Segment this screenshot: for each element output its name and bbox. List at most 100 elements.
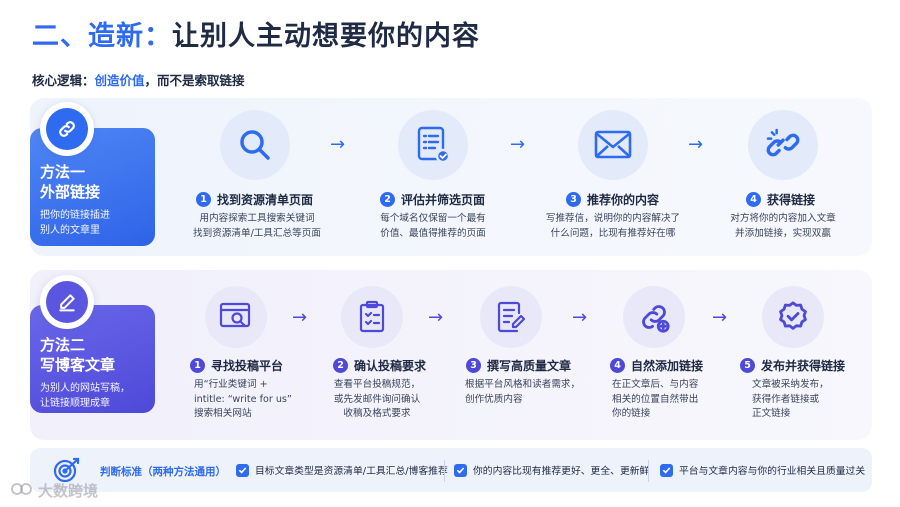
criterion-text: 你的内容比现有推荐更好、更全、更新鲜 bbox=[473, 466, 650, 477]
step-title-text: 找到资源清单页面 bbox=[217, 193, 314, 207]
method2-step4-desc: 在正文章后、与内容相关的位置自然带出你的链接 bbox=[612, 378, 722, 422]
checkbox-check-icon bbox=[660, 463, 673, 477]
method2-desc-line1: 为别人的网站写稿， bbox=[40, 383, 130, 394]
step-title-text: 推荐你的内容 bbox=[587, 193, 660, 207]
criterion-2: 你的内容比现有推荐更好、更全、更新鲜 bbox=[454, 463, 649, 477]
step-title-text: 寻找投稿平台 bbox=[211, 359, 284, 373]
watermark-text: 大数跨境 bbox=[38, 482, 99, 500]
step-desc-line: 创作优质内容 bbox=[465, 393, 523, 405]
step-desc-line: 查看平台投稿规范， bbox=[333, 379, 421, 390]
step-title-text: 确认投稿要求 bbox=[354, 359, 427, 373]
method1-desc: 把你的链接插进 别人的文章里 bbox=[40, 208, 145, 238]
method2-step4-title: 4 自然添加链接 bbox=[610, 357, 703, 374]
method1-step4-desc: 对方将你的内容加入文章并添加链接，实现双赢 bbox=[724, 212, 842, 241]
step-desc-line: 对方将你的内容加入文章 bbox=[730, 213, 836, 224]
method2-desc-line2: 让链接顺理成章 bbox=[40, 398, 110, 409]
criterion-3: 平台与文章内容与你的行业相关且质量过关 bbox=[660, 463, 865, 477]
page-title: 二、造新：让别人主动想要你的内容 bbox=[32, 14, 480, 53]
arrow-icon: → bbox=[330, 134, 346, 155]
clipboard-check-icon bbox=[341, 286, 403, 348]
step-desc-line: 每个域名仅保留一个最有 bbox=[380, 213, 486, 224]
arrow-icon: → bbox=[688, 134, 704, 155]
step-desc-line: 正文链接 bbox=[752, 408, 791, 419]
step-desc-line: 文章被采纳发布， bbox=[752, 379, 829, 390]
step-number: 2 bbox=[380, 192, 395, 207]
criteria-label: 判断标准（两种方法通用） bbox=[100, 466, 226, 478]
method1-badge bbox=[40, 102, 94, 156]
method1-name-line1: 方法一 bbox=[40, 163, 86, 181]
step-number: 4 bbox=[610, 358, 625, 373]
criteria-bar bbox=[30, 448, 872, 492]
step-desc-line: 获得作者链接或 bbox=[752, 393, 820, 405]
step-desc-line: 用内容探索工具搜索关键词 bbox=[199, 213, 315, 224]
method1-step1-desc: 用内容探索工具搜索关键词找到资源清单/工具汇总等页面 bbox=[187, 212, 327, 241]
step-desc-line: 搜索相关网站 bbox=[194, 408, 252, 419]
method1-desc-line2: 别人的文章里 bbox=[40, 225, 100, 236]
method1-step1-title: 1 找到资源清单页面 bbox=[196, 191, 313, 208]
method2-card: 方法二 写博客文章 为别人的网站写稿， 让链接顺理成章 bbox=[30, 305, 155, 413]
step-title-text: 自然添加链接 bbox=[631, 359, 704, 373]
step-number: 1 bbox=[196, 192, 211, 207]
pen-icon bbox=[46, 281, 88, 323]
method2-step3-title: 3 撰写高质量文章 bbox=[466, 357, 571, 374]
method1-step2-desc: 每个域名仅保留一个最有价值、最值得推荐的页面 bbox=[370, 212, 496, 241]
step-desc-line: 用“行业类键词 + bbox=[194, 379, 268, 390]
broken-link-icon bbox=[748, 110, 818, 180]
link-icon bbox=[46, 108, 88, 150]
subtitle-label: 核心逻辑： bbox=[32, 73, 95, 88]
target-icon bbox=[52, 456, 82, 488]
step-desc-line: 或先发邮件询问确认 bbox=[333, 393, 421, 405]
method2-step1-title: 1 寻找投稿平台 bbox=[190, 357, 283, 374]
method2-step5-title: 5 发布并获得链接 bbox=[740, 357, 845, 374]
step-desc-line: 收稿及格式要求 bbox=[343, 408, 411, 419]
method2-name-line2: 写博客文章 bbox=[40, 356, 116, 374]
step-number: 1 bbox=[190, 358, 205, 373]
checkbox-check-icon bbox=[236, 463, 249, 477]
method1-step3-desc: 写推荐信，说明你的内容解决了什么问题，比现有推荐好在哪 bbox=[543, 212, 683, 241]
subtitle-highlight: 创造价值 bbox=[94, 73, 145, 88]
step-desc-line: 根据平台风格和读者需求， bbox=[465, 379, 581, 390]
method2-name-line1: 方法二 bbox=[40, 336, 86, 354]
step-number: 5 bbox=[740, 358, 755, 373]
step-desc-line: intitle: “write for us” bbox=[194, 393, 292, 405]
title-prefix: 二、造新： bbox=[32, 21, 172, 52]
arrow-icon: → bbox=[572, 307, 588, 328]
divider bbox=[648, 460, 649, 482]
step-desc-line: 并添加链接，实现双赢 bbox=[735, 227, 831, 239]
link-add-icon bbox=[623, 286, 685, 348]
method2-badge bbox=[40, 275, 94, 329]
criterion-text: 目标文章类型是资源清单/工具汇总/博客推荐 bbox=[255, 466, 448, 477]
step-desc-line: 相关的位置自然带出 bbox=[612, 393, 699, 405]
arrow-icon: → bbox=[292, 307, 308, 328]
step-title-text: 撰写高质量文章 bbox=[487, 359, 572, 373]
arrow-icon: → bbox=[712, 307, 728, 328]
step-title-text: 获得链接 bbox=[767, 193, 816, 207]
step-desc-line: 写推荐信，说明你的内容解决了 bbox=[545, 213, 681, 224]
step-desc-line: 在正文章后、与内容 bbox=[612, 379, 699, 390]
method1-name-line2: 外部链接 bbox=[40, 183, 101, 201]
arrow-icon: → bbox=[510, 134, 526, 155]
magnifier-icon bbox=[220, 110, 290, 180]
title-rest: 让别人主动想要你的内容 bbox=[172, 21, 480, 52]
method2-step2-title: 2 确认投稿要求 bbox=[333, 357, 426, 374]
document-edit-icon bbox=[480, 286, 542, 348]
step-number: 2 bbox=[333, 358, 348, 373]
arrow-icon: → bbox=[428, 307, 444, 328]
step-number: 3 bbox=[466, 358, 481, 373]
step-desc-line: 你的链接 bbox=[612, 408, 651, 419]
method1-desc-line1: 把你的链接插进 bbox=[40, 210, 110, 221]
step-number: 3 bbox=[566, 192, 581, 207]
method2-panel bbox=[30, 270, 872, 440]
step-title-text: 发布并获得链接 bbox=[761, 359, 846, 373]
checkbox-check-icon bbox=[454, 463, 467, 477]
method2-desc: 为别人的网站写稿， 让链接顺理成章 bbox=[40, 381, 145, 411]
subtitle-rest: ，而不是索取链接 bbox=[144, 73, 245, 88]
verified-badge-icon bbox=[762, 286, 824, 348]
page-subtitle: 核心逻辑：创造价值，而不是索取链接 bbox=[32, 70, 245, 89]
step-desc-line: 价值、最值得推荐的页面 bbox=[380, 227, 486, 239]
step-desc-line: 什么问题，比现有推荐好在哪 bbox=[550, 227, 676, 239]
browser-search-icon bbox=[205, 286, 267, 348]
step-title-text: 评估并筛选页面 bbox=[401, 193, 486, 207]
criterion-1: 目标文章类型是资源清单/工具汇总/博客推荐 bbox=[236, 463, 448, 477]
